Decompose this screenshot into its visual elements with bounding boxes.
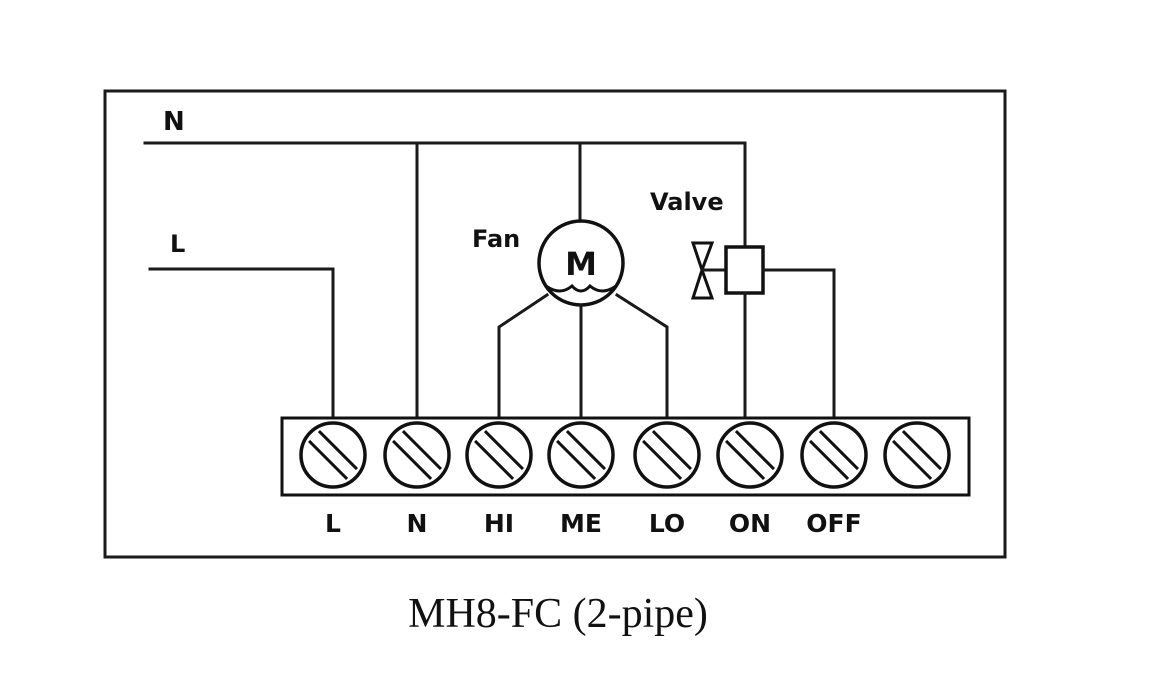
terminal-screw-hi	[465, 421, 533, 489]
neutral-supply-label: N	[163, 107, 185, 137]
screw-slot-line	[401, 429, 443, 471]
terminal-label-off: OFF	[806, 509, 861, 538]
terminal-screws	[299, 421, 951, 489]
screw-slot-line	[651, 429, 693, 471]
terminal-screw-n	[383, 421, 451, 489]
motor-coil-icon	[545, 283, 617, 293]
screw-head-icon	[633, 421, 701, 489]
fan-speed-wires	[497, 292, 669, 420]
screw-head-icon	[883, 421, 951, 489]
terminal-screw-on	[716, 421, 784, 489]
screw-head-icon	[547, 421, 615, 489]
valve-symbol	[690, 241, 765, 300]
screw-slot-line	[818, 429, 860, 471]
terminal-labels: L N HI ME LO ON OFF	[325, 509, 862, 538]
terminal-screw-l	[299, 421, 367, 489]
terminal-label-l: L	[325, 509, 341, 538]
terminal-label-on: ON	[729, 509, 771, 538]
terminal-label-n: N	[407, 509, 428, 538]
diagram-frame	[103, 89, 1007, 559]
diagram-caption: MH8-FC (2-pipe)	[408, 591, 708, 637]
valve-actuator-box	[724, 245, 765, 295]
valve-wires	[743, 268, 836, 420]
screw-head-icon	[383, 421, 451, 489]
screw-head-icon	[716, 421, 784, 489]
screw-slot-line	[808, 439, 850, 481]
screw-slot-line	[473, 439, 515, 481]
terminal-screw-off	[800, 421, 868, 489]
screw-slot-line	[483, 429, 525, 471]
screw-slot-line	[307, 439, 349, 481]
line-supply-label: L	[170, 230, 185, 258]
terminal-label-me: ME	[560, 509, 602, 538]
screw-slot-line	[901, 429, 943, 471]
screw-slot-line	[555, 439, 597, 481]
screw-slot-line	[641, 439, 683, 481]
screw-slot-line	[317, 429, 359, 471]
motor-symbol-text: M	[565, 245, 597, 283]
screw-slot-line	[565, 429, 607, 471]
terminal-label-lo: LO	[649, 509, 685, 538]
terminal-screw-me	[547, 421, 615, 489]
fan-label: Fan	[472, 225, 520, 253]
screw-head-icon	[800, 421, 868, 489]
screw-slot-line	[724, 439, 766, 481]
screw-slot-line	[734, 429, 776, 471]
screw-slot-line	[391, 439, 433, 481]
neutral-bus-wire	[143, 141, 747, 420]
terminal-screw-lo	[633, 421, 701, 489]
fan-motor-symbol: M	[537, 219, 625, 307]
screw-head-icon	[299, 421, 367, 489]
line-supply-wire	[148, 267, 335, 420]
screw-head-icon	[465, 421, 533, 489]
valve-label: Valve	[650, 188, 724, 216]
terminal-label-hi: HI	[484, 509, 514, 538]
terminal-screw-spare	[883, 421, 951, 489]
screw-slot-line	[891, 439, 933, 481]
